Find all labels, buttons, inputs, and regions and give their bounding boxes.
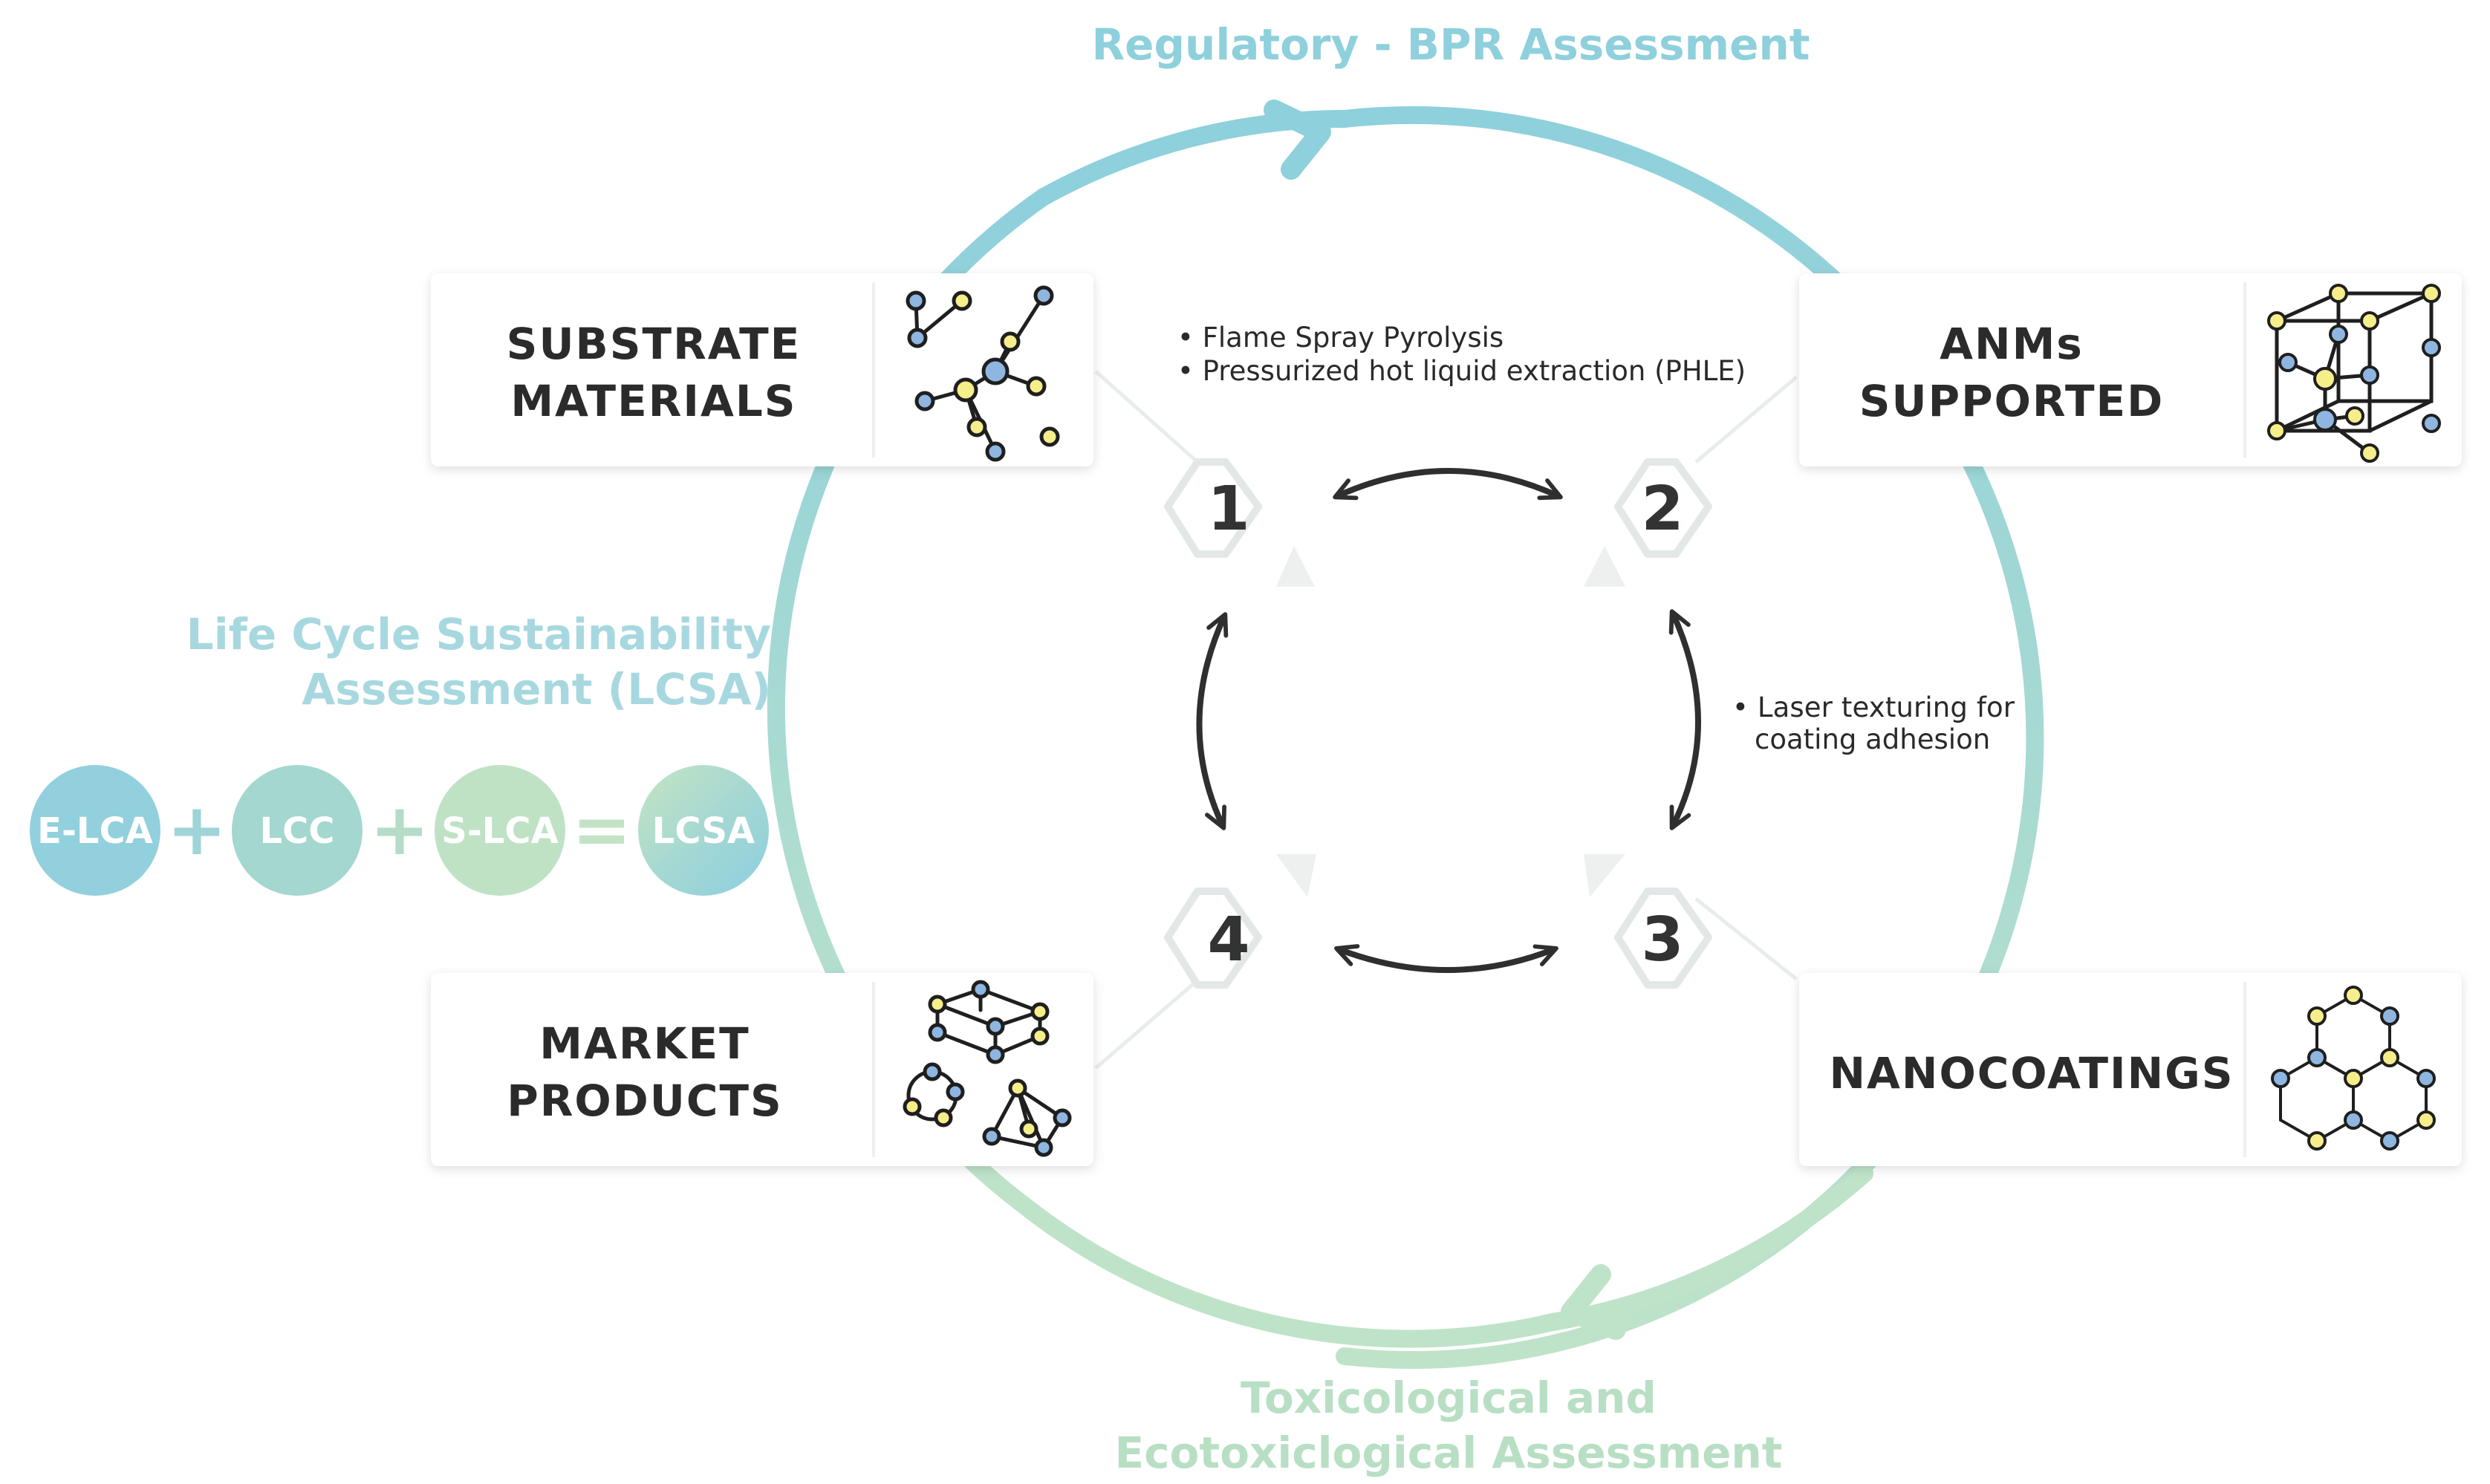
card-market-line1: MARKET bbox=[539, 1018, 750, 1069]
note-flame-spray: • Flame Spray Pyrolysis bbox=[1177, 322, 1504, 354]
hexagonal-lattice-icon bbox=[2271, 986, 2436, 1151]
lcc-circle bbox=[232, 765, 363, 896]
equals-operator: = bbox=[572, 788, 631, 871]
step-badge-3: 3 bbox=[1584, 854, 1712, 989]
cycle-ring bbox=[1336, 106, 2044, 1369]
connector-lines bbox=[1094, 370, 1798, 1070]
regulatory-label: Regulatory - BPR Assessment bbox=[1092, 19, 1810, 70]
lcsa-circle bbox=[638, 765, 769, 896]
lcsa-title-line2: Assessment (LCSA) bbox=[302, 664, 771, 715]
branched-molecule-icon bbox=[906, 285, 1060, 462]
step-badge-4: 4 bbox=[1164, 854, 1316, 989]
elca-circle bbox=[30, 765, 160, 896]
lcsa-title-line1: Life Cycle Sustainability bbox=[186, 609, 771, 660]
slca-circle bbox=[435, 765, 565, 896]
step-badge-2: 2 bbox=[1584, 458, 1712, 587]
lcc-label: LCC bbox=[259, 810, 334, 852]
card-anms-supported: ANMs SUPPORTED bbox=[1799, 273, 2462, 466]
lcsa-equation: E-LCA + LCC + S-LCA = LCSA bbox=[30, 765, 769, 896]
crystal-lattice-icon bbox=[2267, 284, 2441, 463]
cycle-ring-bottom bbox=[1012, 1194, 1561, 1348]
card-nanocoatings-label: NANOCOATINGS bbox=[1829, 1048, 2234, 1099]
step-number-1: 1 bbox=[1207, 474, 1249, 544]
cycle-arrow-bottom bbox=[1561, 1264, 1626, 1340]
step-number-4: 4 bbox=[1207, 905, 1249, 975]
card-anms-line1: ANMs bbox=[1940, 319, 2084, 369]
cycle-ring-right-lower bbox=[1544, 1165, 1873, 1331]
card-market-line2: PRODUCTS bbox=[507, 1075, 783, 1126]
step-number-2: 2 bbox=[1641, 474, 1683, 544]
card-anms-line2: SUPPORTED bbox=[1859, 376, 2165, 426]
slca-label: S-LCA bbox=[441, 810, 558, 852]
plus-operator-1: + bbox=[167, 788, 227, 871]
note-coating-adhesion: coating adhesion bbox=[1755, 723, 1990, 755]
note-laser-texturing: • Laser texturing for bbox=[1732, 691, 2015, 723]
card-substrate-line1: SUBSTRATE bbox=[507, 319, 802, 369]
card-market-products: MARKET PRODUCTS bbox=[431, 973, 1093, 1166]
toxicological-label-line1: Toxicological and bbox=[1241, 1373, 1657, 1423]
step-number-3: 3 bbox=[1641, 905, 1683, 975]
step-badge-1: 1 bbox=[1164, 458, 1315, 587]
cycle-arrow-top bbox=[1264, 100, 1331, 180]
card-substrate-materials: SUBSTRATE MATERIALS bbox=[431, 273, 1093, 466]
note-phle: • Pressurized hot liquid extraction (PHL… bbox=[1177, 355, 1746, 387]
toxicological-label-line2: Ecotoxiclogical Assessment bbox=[1115, 1428, 1783, 1478]
card-substrate-line2: MATERIALS bbox=[510, 376, 796, 426]
arrow-4-3 bbox=[1334, 944, 1558, 973]
card-nanocoatings: NANOCOATINGS bbox=[1799, 973, 2462, 1166]
arrow-1-4 bbox=[1196, 612, 1229, 830]
arrow-2-3 bbox=[1668, 609, 1701, 830]
elca-label: E-LCA bbox=[37, 810, 153, 852]
molecular-shapes-icon bbox=[903, 980, 1072, 1157]
arrow-1-2 bbox=[1333, 468, 1563, 501]
plus-operator-2: + bbox=[370, 788, 429, 871]
lcsa-label: LCSA bbox=[652, 810, 755, 852]
